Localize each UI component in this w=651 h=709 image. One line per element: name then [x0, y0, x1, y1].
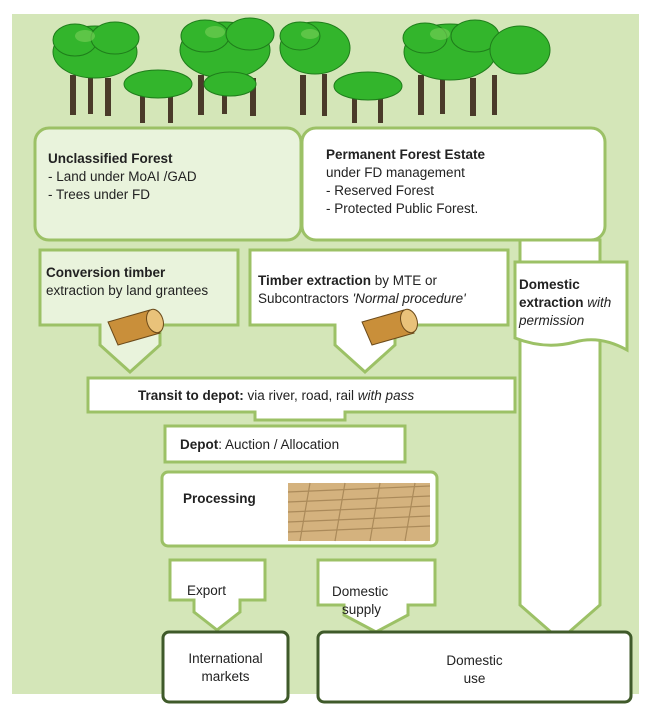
processing-label: Processing: [183, 491, 256, 506]
transit-plain: via river, road, rail: [243, 388, 358, 403]
domestic-use-line1: Domestic: [446, 653, 503, 668]
domestic-use-text: Domestic use: [318, 652, 631, 688]
domestic-extraction-box: [513, 260, 629, 353]
unclassified-forest-title: Unclassified Forest: [48, 151, 173, 166]
timber-extraction-rest: by MTE or: [371, 273, 438, 288]
forest-canopy-icon: [52, 17, 551, 123]
conversion-timber-arrow: [38, 248, 240, 375]
unclassified-forest-line2: - Trees under FD: [48, 187, 151, 202]
transit-to-depot-arrow: [86, 376, 517, 422]
domestic-supply-line2: supply: [342, 602, 382, 617]
international-markets-text: International markets: [163, 650, 288, 686]
timber-extraction-text: Timber extraction by MTE or Subcontracto…: [258, 272, 466, 308]
domestic-extraction-title1: Domestic: [519, 277, 580, 292]
permanent-forest-line3: - Protected Public Forest.: [326, 201, 479, 216]
lumber-planks-image: [287, 482, 431, 542]
international-markets-box: [161, 630, 290, 704]
timber-extraction-title: Timber extraction: [258, 273, 372, 288]
depot-box: [163, 424, 407, 464]
permanent-forest-text: Permanent Forest Estate under FD managem…: [326, 146, 485, 218]
unclassified-forest-line1: - Land under MoAI /GAD: [48, 169, 197, 184]
export-arrow: [168, 558, 267, 632]
depot-title: Depot: [180, 437, 219, 452]
timber-extraction-line2a: Subcontractors: [258, 291, 353, 306]
log-icon: [107, 308, 164, 346]
permanent-forest-estate-box: [300, 126, 607, 242]
depot-plain: : Auction / Allocation: [218, 437, 340, 452]
timber-extraction-arrow: [248, 248, 510, 375]
conversion-timber-title: Conversion timber: [46, 265, 166, 280]
domestic-use-box: [316, 630, 633, 704]
domestic-extraction-rest: with: [583, 295, 612, 310]
permanent-forest-title: Permanent Forest Estate: [326, 147, 486, 162]
international-markets-line2: markets: [201, 669, 250, 684]
permanent-forest-line1: under FD management: [326, 165, 465, 180]
conversion-timber-text: Conversion timber extraction by land gra…: [46, 264, 208, 300]
domestic-use-line2: use: [463, 671, 486, 686]
international-markets-line1: International: [188, 651, 263, 666]
transit-italic: with pass: [357, 388, 415, 403]
domestic-supply-line1: Domestic: [332, 584, 389, 599]
transit-text: Transit to depot: via river, road, rail …: [138, 387, 414, 405]
export-label: Export: [187, 583, 227, 598]
unclassified-forest-text: Unclassified Forest - Land under MoAI /G…: [48, 150, 197, 204]
domestic-extraction-title2: extraction: [519, 295, 584, 310]
timber-extraction-line2b: 'Normal procedure': [352, 291, 466, 306]
transit-title: Transit to depot:: [138, 388, 244, 403]
depot-text: Depot: Auction / Allocation: [180, 436, 339, 454]
permanent-forest-line2: - Reserved Forest: [326, 183, 435, 198]
conversion-timber-line1: extraction by land grantees: [46, 283, 209, 298]
domestic-extraction-line3: permission: [519, 313, 585, 328]
domestic-supply-text: Domestic supply: [332, 583, 388, 619]
domestic-extraction-text: Domestic extraction with permission: [519, 276, 611, 330]
log-icon: [361, 308, 418, 346]
domestic-supply-arrow: [316, 558, 437, 634]
